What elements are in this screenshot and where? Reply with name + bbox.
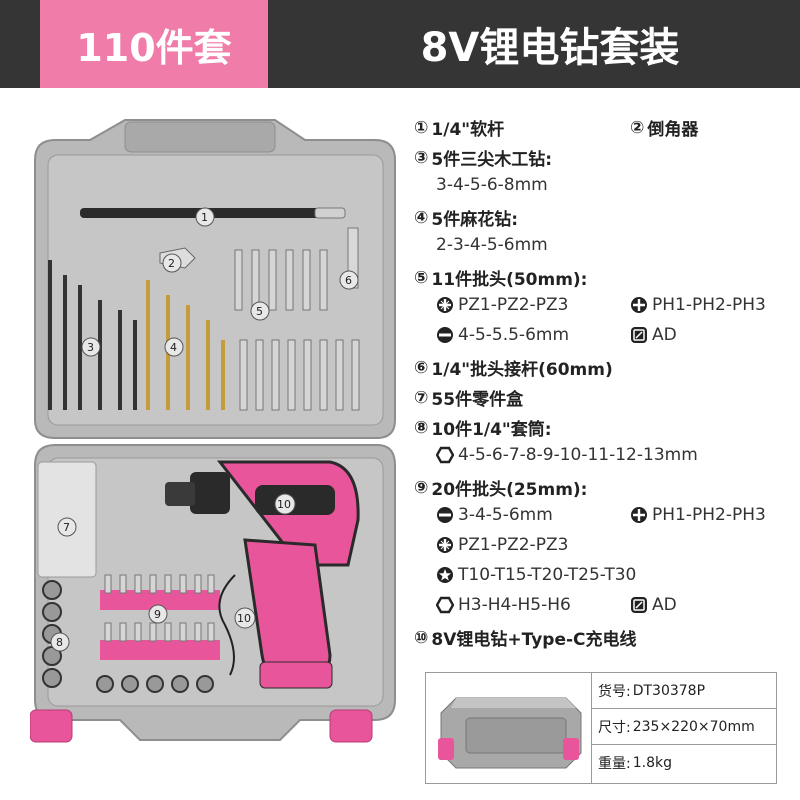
model-value: DT30378P <box>632 682 706 699</box>
phillips-icon <box>631 297 647 313</box>
spec-item-9-pz: PZ1-PZ2-PZ3 <box>436 535 568 555</box>
marker-4: 4 <box>170 341 177 354</box>
marker-5: 5 <box>256 305 263 318</box>
carrying-case-thumbnail <box>438 673 592 783</box>
spec-item-3-sizes: 3-4-5-6-8mm <box>436 175 548 195</box>
header-bar: 110件套 8V锂电钻套装 <box>0 0 800 88</box>
weight-value: 1.8kg <box>632 755 672 771</box>
slotted-icon <box>437 507 453 523</box>
spec-item-9-hex: H3-H4-H5-H6 <box>436 595 571 615</box>
hexagon-icon <box>436 596 454 614</box>
case-bottom-half <box>30 444 396 743</box>
pozidriv-icon <box>437 297 453 313</box>
size-label: 尺寸: <box>598 719 631 736</box>
ad-bit-icon <box>631 327 647 343</box>
ad-bit-icon <box>631 597 647 613</box>
phillips-icon <box>631 507 647 523</box>
spec-item-9-ad: AD <box>630 595 677 615</box>
marker-2: 2 <box>168 257 175 270</box>
marker-1: 1 <box>201 211 208 224</box>
product-info-table: 货号: DT30378P 尺寸: 235×220×70mm 重量: 1.8kg <box>425 672 777 784</box>
model-label: 货号: <box>598 683 631 700</box>
model-row: 货号: DT30378P <box>592 673 776 709</box>
spec-item-9-slot: 3-4-5-6mm <box>436 505 553 525</box>
weight-row: 重量: 1.8kg <box>592 745 776 781</box>
spec-item-4-sizes: 2-3-4-5-6mm <box>436 235 548 255</box>
spec-item-9-torx: T10-T15-T20-T25-T30 <box>436 565 636 585</box>
spec-item-8-sizes: 4-5-6-7-8-9-10-11-12-13mm <box>436 445 698 465</box>
spec-item-9-ph: PH1-PH2-PH3 <box>630 505 766 525</box>
size-row: 尺寸: 235×220×70mm <box>592 709 776 745</box>
set-count-badge: 110件套 <box>40 0 268 88</box>
product-title: 8V锂电钻套装 <box>420 25 680 71</box>
torx-icon <box>437 567 453 583</box>
pozidriv-icon <box>437 537 453 553</box>
marker-6: 6 <box>345 274 352 287</box>
marker-7: 7 <box>63 521 70 534</box>
weight-label: 重量: <box>598 756 631 772</box>
spec-item-5-slot: 4-5-5.5-6mm <box>436 325 569 345</box>
marker-8: 8 <box>56 636 63 649</box>
slotted-icon <box>437 327 453 343</box>
spec-item-5-ad: AD <box>630 325 677 345</box>
spec-item-5-ph: PH1-PH2-PH3 <box>630 295 766 315</box>
size-value: 235×220×70mm <box>632 718 755 735</box>
case-top-half <box>34 119 396 439</box>
marker-9: 9 <box>154 608 161 621</box>
marker-3: 3 <box>87 341 94 354</box>
product-photo: 1 2 3 4 5 6 7 8 9 10 10 <box>30 119 396 743</box>
spec-item-5-pz: PZ1-PZ2-PZ3 <box>436 295 568 315</box>
hexagon-icon <box>436 446 454 464</box>
marker-10-cable: 10 <box>237 612 251 625</box>
marker-10-drill: 10 <box>277 498 291 511</box>
